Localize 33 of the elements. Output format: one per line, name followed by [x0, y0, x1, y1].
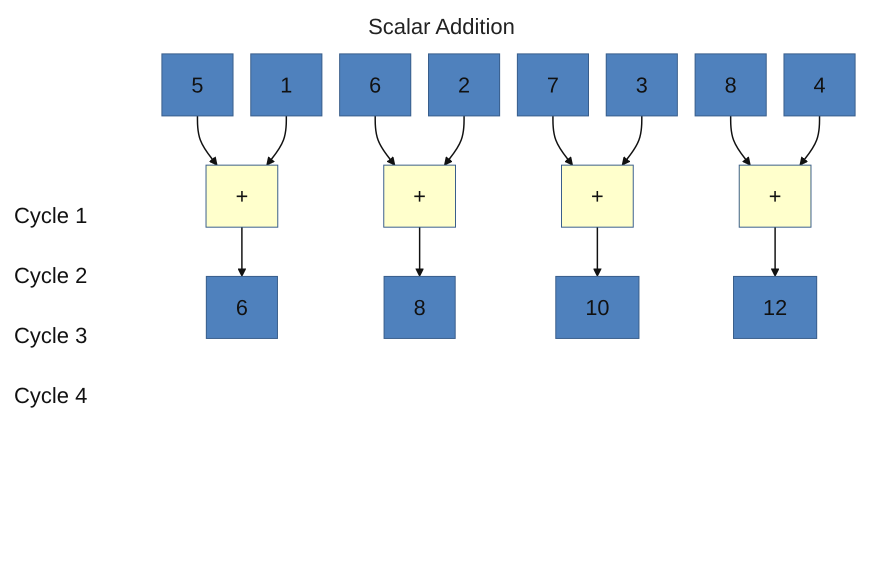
arrow — [770, 227, 780, 277]
node-box: 2 — [428, 53, 500, 116]
node-box: + — [738, 164, 812, 228]
arrow — [552, 116, 573, 166]
arrow — [444, 116, 465, 166]
arrow — [266, 116, 288, 166]
cycle-label: Cycle 4 — [14, 383, 88, 409]
diagram-title: Scalar Addition — [368, 14, 515, 40]
node-box: + — [561, 164, 634, 228]
node-box: 3 — [606, 53, 678, 116]
cycle-label: Cycle 1 — [14, 203, 88, 229]
node-box: 5 — [161, 53, 234, 116]
node-box: 6 — [339, 53, 412, 116]
node-box: 4 — [783, 53, 856, 116]
node-box: 12 — [733, 276, 818, 339]
node-box: + — [206, 164, 278, 228]
node-box: 10 — [555, 276, 640, 339]
node-box: 6 — [206, 276, 278, 339]
cycle-label: Cycle 2 — [14, 263, 88, 289]
node-box: 1 — [250, 53, 322, 116]
arrow — [593, 227, 602, 277]
cycle-label: Cycle 3 — [14, 323, 88, 349]
arrow — [799, 116, 820, 166]
arrow — [730, 116, 751, 166]
node-box: 8 — [384, 276, 456, 339]
arrow — [238, 227, 246, 277]
arrow — [374, 116, 396, 166]
node-box: 8 — [694, 53, 767, 116]
arrow — [196, 116, 218, 166]
arrow — [622, 116, 643, 166]
node-box: 7 — [516, 53, 589, 116]
node-box: + — [383, 164, 456, 228]
arrow — [415, 227, 424, 277]
